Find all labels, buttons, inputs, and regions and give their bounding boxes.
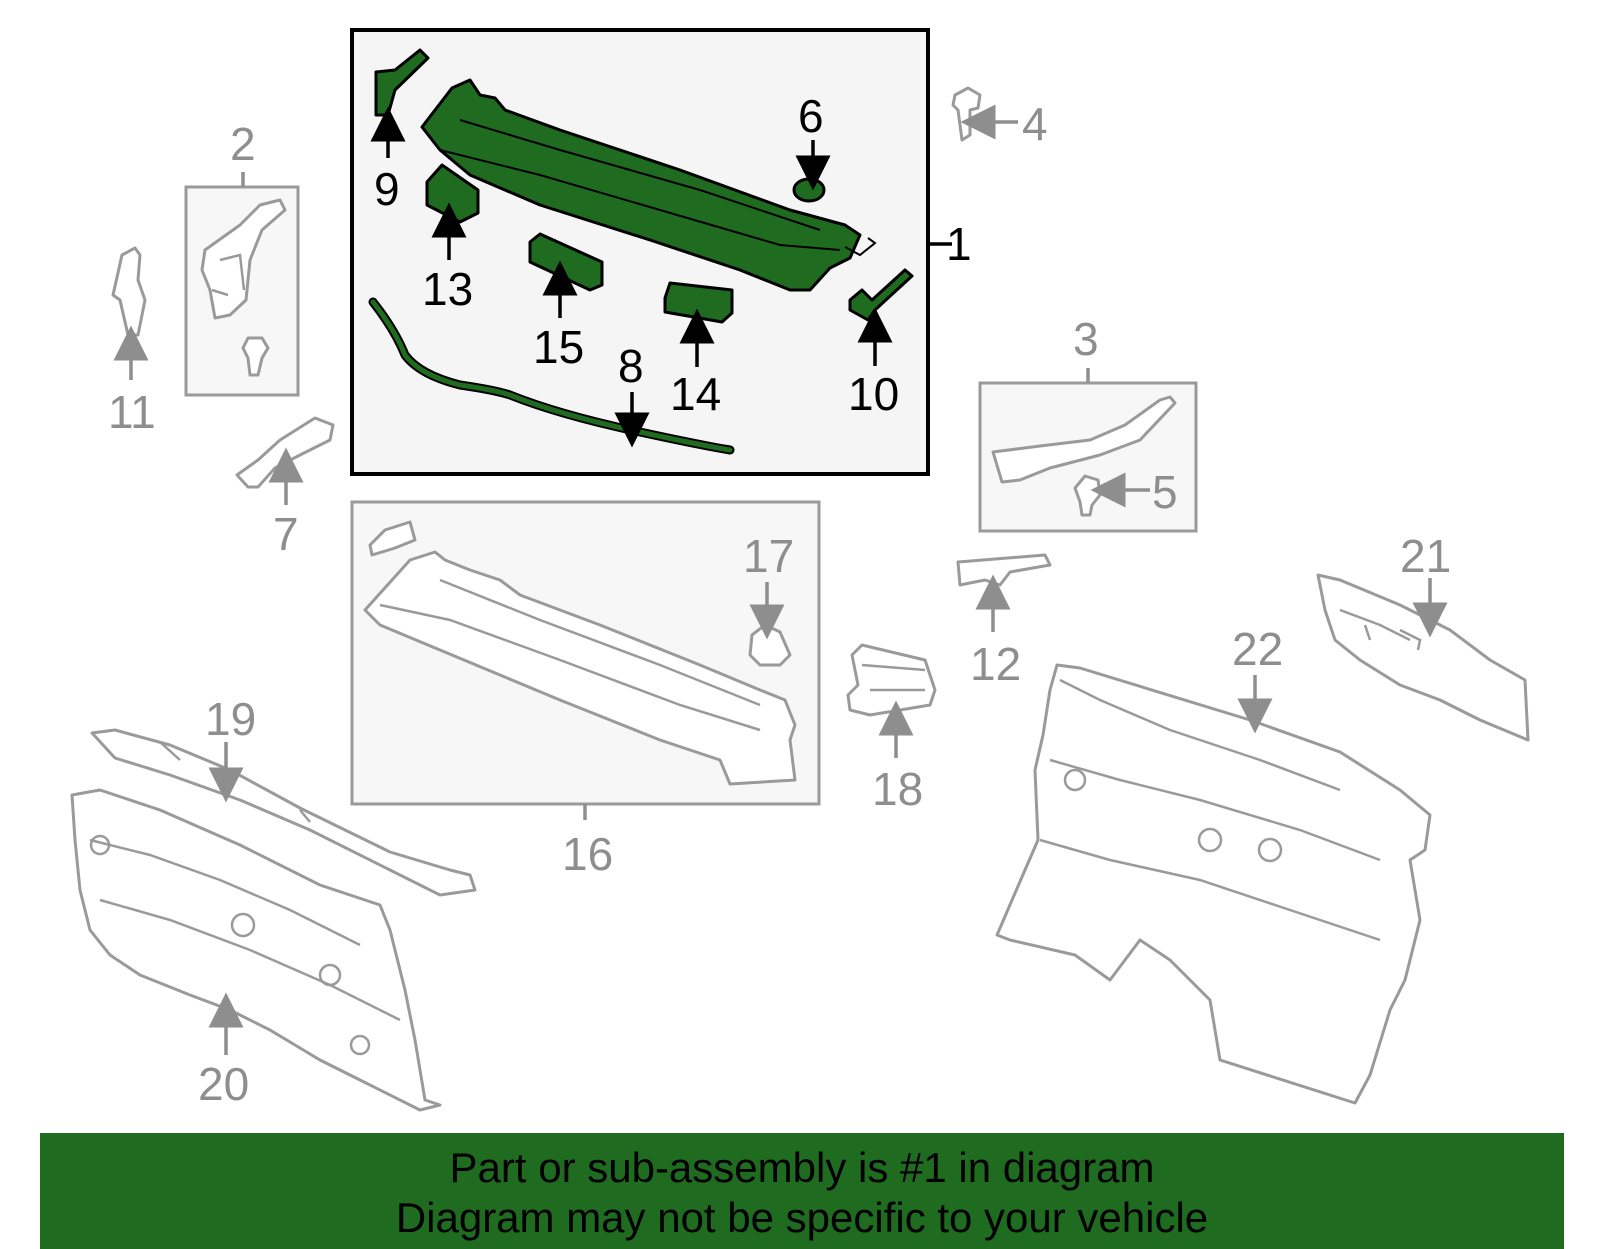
part-21-group[interactable] — [1316, 573, 1530, 742]
assembly-1-group[interactable] — [350, 28, 952, 476]
label-3: 3 — [1073, 313, 1099, 365]
label-2: 2 — [230, 118, 256, 170]
part-18-group[interactable] — [846, 643, 937, 758]
label-17: 17 — [743, 530, 794, 582]
label-21: 21 — [1400, 530, 1451, 582]
part-19-group[interactable] — [90, 728, 477, 897]
label-14: 14 — [670, 368, 721, 420]
label-18: 18 — [872, 763, 923, 815]
label-13: 13 — [422, 263, 473, 315]
label-1: 1 — [946, 218, 972, 270]
label-22: 22 — [1232, 623, 1283, 675]
part-3-group[interactable] — [978, 368, 1198, 533]
cowl-top-part[interactable] — [420, 78, 877, 292]
part-6-shape[interactable] — [792, 177, 826, 203]
part-11-group[interactable] — [111, 246, 149, 380]
label-7: 7 — [273, 508, 299, 560]
label-5: 5 — [1152, 466, 1178, 518]
part-12-group[interactable] — [956, 553, 1052, 632]
part-22-group[interactable] — [995, 663, 1432, 1105]
part-4-group[interactable] — [951, 86, 1018, 142]
label-19: 19 — [205, 693, 256, 745]
part-16-group[interactable] — [350, 500, 821, 820]
banner-line-1: Part or sub-assembly is #1 in diagram — [449, 1144, 1155, 1191]
label-15: 15 — [533, 321, 584, 373]
label-16: 16 — [562, 828, 613, 880]
label-6: 6 — [798, 90, 824, 142]
label-8: 8 — [618, 340, 644, 392]
label-10: 10 — [848, 368, 899, 420]
label-11: 11 — [108, 386, 156, 438]
label-9: 9 — [374, 163, 400, 215]
part-20-group[interactable] — [70, 788, 442, 1112]
part-2-group[interactable] — [184, 172, 300, 397]
info-banner: Part or sub-assembly is #1 in diagram Di… — [40, 1133, 1564, 1249]
banner-line-2: Diagram may not be specific to your vehi… — [395, 1194, 1209, 1241]
part-7-group[interactable] — [235, 416, 335, 505]
label-20: 20 — [198, 1058, 249, 1110]
label-4: 4 — [1022, 98, 1048, 150]
label-12: 12 — [970, 638, 1021, 690]
